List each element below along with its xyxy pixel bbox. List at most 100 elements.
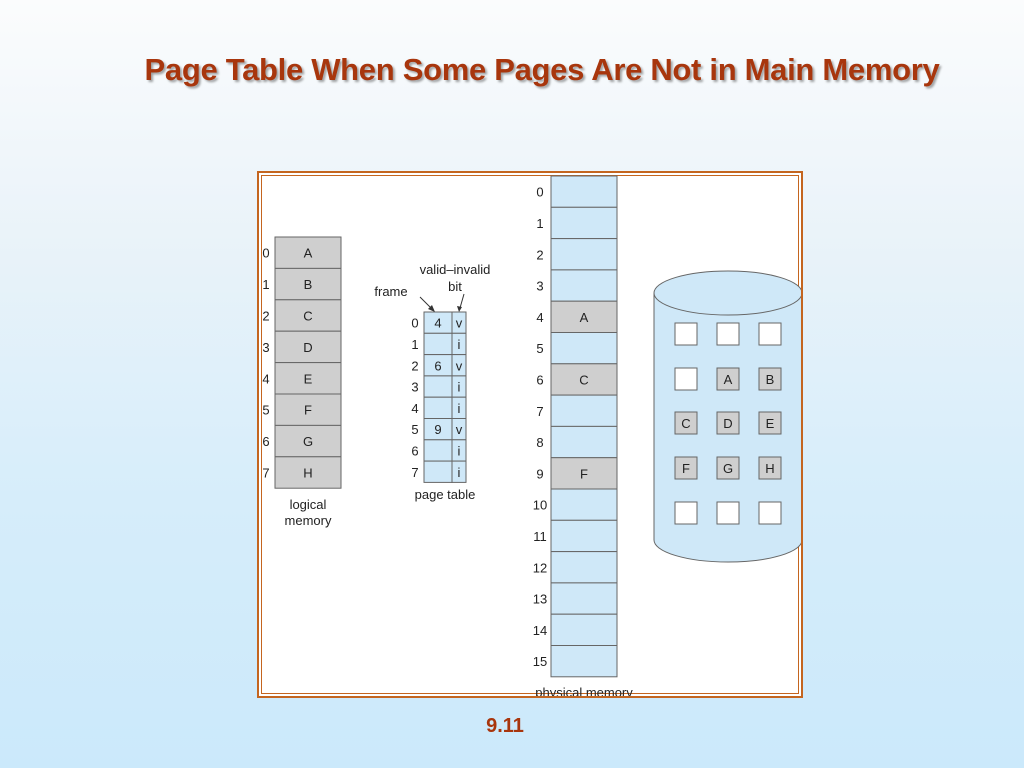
disk-page-block [716, 411, 740, 435]
physical-memory-frame [550, 519, 618, 553]
page-table-valid-label: valid–invalid [420, 262, 491, 277]
disk-page-block [674, 456, 698, 480]
page-table-label: page table [415, 487, 476, 502]
disk-page-block [758, 367, 782, 391]
logical-memory-page-label: C [303, 309, 312, 324]
physical-memory-index: 6 [536, 372, 543, 387]
physical-memory-index: 3 [536, 279, 543, 294]
physical-memory-frame [550, 300, 618, 333]
disk-page-block [758, 411, 782, 435]
logical-memory-index: 4 [262, 371, 269, 386]
logical-memory-cell [274, 299, 342, 332]
page-table-frame-number: 4 [434, 316, 441, 331]
disk-top [653, 270, 801, 316]
physical-memory-frame [550, 425, 618, 459]
disk-page-label: G [723, 461, 733, 476]
physical-memory-page-label: A [580, 310, 589, 325]
disk-page-block [758, 456, 782, 480]
page-table-index: 1 [411, 337, 418, 352]
disk-page-label: A [724, 372, 733, 387]
page-table-frame-number: 6 [434, 358, 441, 373]
page-table-index: 2 [411, 358, 418, 373]
disk-page-label: B [766, 372, 775, 387]
page-table-index: 0 [411, 316, 418, 331]
physical-memory-frame [550, 613, 618, 647]
logical-memory-label: logical [290, 497, 327, 512]
logical-memory-cell [274, 393, 342, 426]
disk-page-block [674, 322, 698, 346]
disk-page-block [674, 367, 698, 391]
slide-number: 9.11 [486, 715, 524, 737]
disk-page-block [716, 367, 740, 391]
physical-memory-frame [550, 269, 618, 302]
physical-memory-page-label: C [579, 372, 588, 387]
logical-memory-page-label: F [304, 403, 312, 418]
page-table-index: 3 [411, 380, 418, 395]
disk-page-block [716, 456, 740, 480]
logical-memory-page-label: E [304, 371, 313, 386]
page-table-frame-number: 9 [434, 422, 441, 437]
physical-memory-label: physical memory [535, 685, 633, 696]
physical-memory-index: 8 [536, 435, 543, 450]
logical-memory-index: 2 [262, 309, 269, 324]
page-table-frame-cell [423, 396, 453, 419]
physical-memory-index: 1 [536, 216, 543, 231]
page-table-index: 5 [411, 422, 418, 437]
page-table-valid-bit: i [458, 465, 461, 480]
physical-memory-index: 7 [536, 404, 543, 419]
disk-page-block [758, 322, 782, 346]
page-table-valid-bit: v [456, 358, 463, 373]
physical-memory-index: 11 [533, 529, 547, 544]
physical-memory-frame [550, 582, 618, 615]
disk-page-block [674, 411, 698, 435]
logical-memory-cell [274, 424, 342, 458]
logical-memory-page-label: H [303, 466, 312, 481]
page-table-frame-cell [423, 460, 453, 483]
disk-page-label: H [765, 461, 774, 476]
logical-memory-cell [274, 267, 342, 301]
physical-memory-frame [550, 551, 618, 584]
logical-memory-index: 5 [262, 403, 269, 418]
page-table-valid-bit: i [458, 380, 461, 395]
page-table-valid-label: bit [448, 279, 462, 294]
physical-memory-frame [550, 488, 618, 521]
disk-page-label: E [766, 416, 775, 431]
page-table-valid-bit: i [458, 443, 461, 458]
logical-memory-cell [274, 330, 342, 364]
page-table-frame-cell [423, 375, 453, 398]
valid-bit-arrow-head [457, 306, 462, 312]
page-table-valid-bit: i [458, 401, 461, 416]
disk-page-block [758, 501, 782, 525]
page-table-valid-bit: v [456, 316, 463, 331]
page-table-frame-label: frame [374, 284, 407, 299]
page-table-valid-bit: i [458, 337, 461, 352]
page-table-index: 6 [411, 443, 418, 458]
logical-memory-index: 0 [262, 246, 269, 261]
logical-memory-page-label: B [304, 277, 313, 292]
disk-page-label: C [681, 416, 690, 431]
logical-memory-page-label: G [303, 434, 313, 449]
physical-memory-index: 12 [533, 560, 547, 575]
disk-page-label: F [682, 461, 690, 476]
physical-memory-index: 0 [536, 185, 543, 200]
physical-memory-frame [550, 175, 618, 208]
logical-memory-page-label: D [303, 340, 312, 355]
physical-memory-frame [550, 394, 618, 427]
physical-memory-index: 9 [536, 466, 543, 481]
disk-page-block [716, 322, 740, 346]
slide-title: Page Table When Some Pages Are Not in Ma… [144, 52, 940, 87]
physical-memory-frame [550, 332, 618, 365]
logical-memory-label: memory [285, 513, 332, 528]
valid-bit-arrow-line [459, 293, 465, 309]
logical-memory-index: 3 [262, 340, 269, 355]
disk-page-block [674, 501, 698, 525]
page-table-index: 7 [411, 465, 418, 480]
physical-memory-frame [550, 206, 618, 240]
logical-memory-index: 7 [262, 466, 269, 481]
physical-memory-index: 2 [536, 247, 543, 262]
logical-memory-index: 6 [262, 434, 269, 449]
page-table-frame-cell [423, 439, 453, 462]
physical-memory-index: 10 [533, 498, 547, 513]
